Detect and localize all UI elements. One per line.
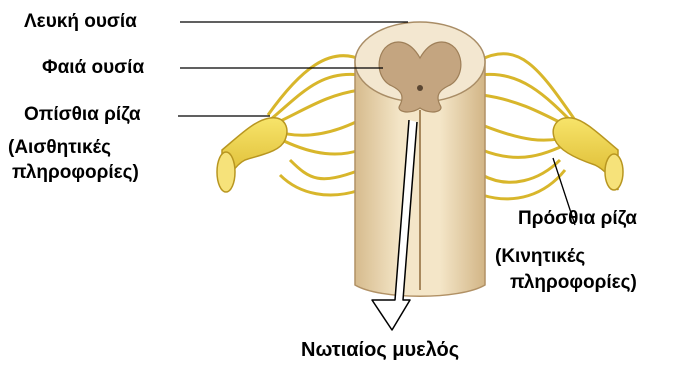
- left-nerve-cut: [217, 152, 235, 192]
- label-posterior-info-1: (Αισθητικές: [8, 137, 111, 159]
- label-anterior-root: Πρόσθια ρίζα: [518, 208, 637, 230]
- label-anterior-info-2: πληροφορίες): [510, 272, 637, 294]
- label-anterior-info-1: (Κινητικές: [495, 246, 585, 268]
- label-posterior-root: Οπίσθια ρίζα: [24, 104, 141, 126]
- right-nerve-cut: [605, 154, 623, 190]
- label-posterior-info-2: πληροφορίες): [12, 162, 139, 184]
- label-spinal-cord: Νωτιαίος μυελός: [301, 339, 459, 361]
- label-gray-matter: Φαιά ουσία: [42, 57, 144, 79]
- label-white-matter: Λευκή ουσία: [24, 11, 137, 33]
